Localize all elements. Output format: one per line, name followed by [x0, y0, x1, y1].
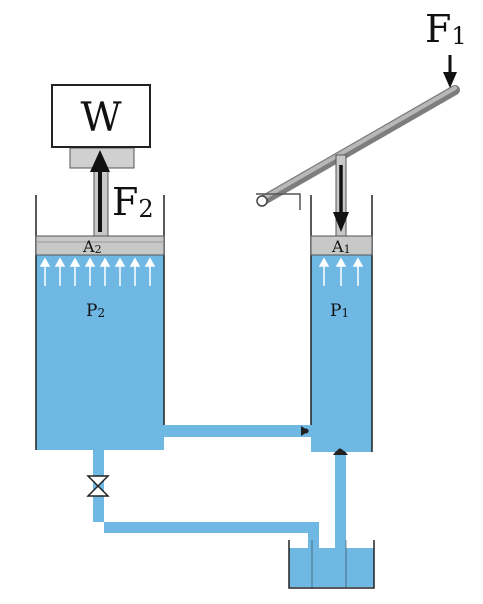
- small-piston-force-arrow: [333, 165, 349, 232]
- pressure-large-label: P2: [86, 301, 105, 321]
- force-out-label: F2: [112, 180, 154, 224]
- force-in-arrow: [443, 55, 457, 88]
- reservoir-tank: [288, 540, 375, 589]
- check-valve-icon: [301, 426, 309, 436]
- suction-valve-icon: [333, 448, 348, 455]
- lever-support: [256, 193, 301, 210]
- force-out-arrow: [90, 150, 110, 232]
- lever: [256, 85, 460, 237]
- lever-pivot: [256, 195, 268, 207]
- drain-line: [86, 450, 319, 548]
- force-in-label: F1: [425, 7, 467, 51]
- pressure-small-label: P1: [330, 301, 349, 321]
- drain-valve-icon: [86, 475, 110, 497]
- small-cylinder-water: [311, 255, 372, 452]
- weight-box: [51, 84, 151, 148]
- area-large-label: A2: [82, 237, 102, 256]
- small-cylinder: [310, 195, 373, 452]
- suction-pipe: [335, 452, 346, 548]
- weight-label: W: [80, 95, 121, 141]
- large-cylinder: [35, 195, 165, 450]
- pressure-arrows-large: [39, 257, 156, 286]
- connecting-pipe: [164, 425, 311, 437]
- large-cylinder-water: [36, 255, 164, 450]
- area-small-label: A1: [331, 237, 351, 256]
